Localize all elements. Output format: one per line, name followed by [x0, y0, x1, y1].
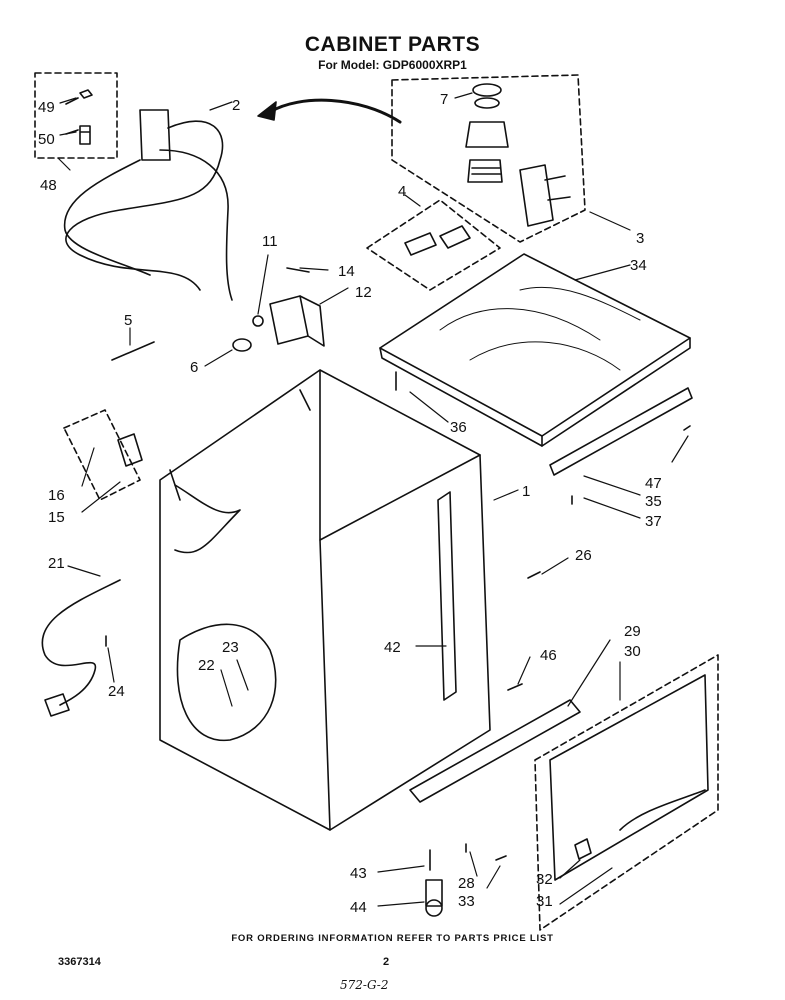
- power-cord-21: [41, 579, 121, 706]
- direction-arrow: [268, 98, 402, 124]
- cutout: [176, 623, 277, 742]
- callout-43: 43: [350, 865, 367, 882]
- document-number: 3367314: [58, 956, 101, 968]
- callout-31: 31: [536, 893, 553, 910]
- callout-14: 14: [338, 263, 355, 280]
- callout-12: 12: [355, 284, 372, 301]
- rod-5: [111, 341, 155, 361]
- screw-14: [286, 267, 310, 273]
- callout-6: 6: [190, 359, 198, 376]
- callout-16: 16: [48, 487, 65, 504]
- screw-33: [495, 855, 507, 861]
- handwritten-note: 572-G-2: [340, 978, 389, 992]
- strain-relief-15: [117, 433, 143, 467]
- callout-37: 37: [645, 513, 662, 530]
- callout-11: 11: [262, 233, 278, 250]
- ring-7: [472, 83, 502, 97]
- callout-46: 46: [540, 647, 557, 664]
- inset-box-4: [366, 199, 501, 291]
- callout-33: 33: [458, 893, 475, 910]
- callout-23: 23: [222, 639, 239, 656]
- callout-49: 49: [38, 99, 55, 116]
- callout-32: 32: [536, 871, 553, 888]
- handle-31: [619, 789, 706, 831]
- ring-6: [232, 338, 252, 352]
- callout-36: 36: [450, 419, 467, 436]
- fitting-49: [79, 89, 93, 99]
- bracket-12: [269, 295, 325, 347]
- toe-bracket-29: [409, 699, 581, 803]
- plug: [44, 693, 70, 717]
- callout-26: 26: [575, 547, 592, 564]
- cabinet-top-34: [379, 253, 691, 437]
- callout-7: 7: [440, 91, 448, 108]
- callout-3: 3: [636, 230, 644, 247]
- callout-47: 47: [645, 475, 662, 492]
- callout-30: 30: [624, 643, 641, 660]
- screw-46: [507, 683, 523, 691]
- callout-1: 1: [522, 483, 530, 500]
- callout-48: 48: [40, 177, 57, 194]
- cap: [465, 121, 509, 148]
- rear-strip-35: [549, 387, 693, 476]
- page-number: 2: [383, 956, 390, 968]
- clip-32: [574, 838, 592, 860]
- side-rail-42: [437, 491, 457, 701]
- callout-35: 35: [645, 493, 662, 510]
- inset-box-3: [391, 74, 586, 243]
- screw-47: [683, 425, 691, 431]
- callout-4: 4: [398, 183, 406, 200]
- clip-11: [252, 315, 264, 327]
- inset-box-16: [63, 409, 141, 501]
- callout-44: 44: [350, 899, 367, 916]
- valve-body: [519, 164, 554, 227]
- inset-box-48: [34, 72, 118, 159]
- callout-22: 22: [198, 657, 215, 674]
- solenoid-valve: [139, 109, 171, 161]
- callout-15: 15: [48, 509, 65, 526]
- callout-21: 21: [48, 555, 65, 572]
- callout-42: 42: [384, 639, 401, 656]
- callout-5: 5: [124, 312, 132, 329]
- front-panel-30: [534, 654, 719, 931]
- model-subtitle: For Model: GDP6000XRP1: [318, 58, 467, 72]
- screw-26: [527, 571, 541, 579]
- callout-29: 29: [624, 623, 641, 640]
- callout-50: 50: [38, 131, 55, 148]
- callout-28: 28: [458, 875, 475, 892]
- page-title: CABINET PARTS: [304, 33, 481, 56]
- callout-34: 34: [630, 257, 647, 274]
- ordering-note: FOR ORDERING INFORMATION REFER TO PARTS …: [231, 933, 554, 944]
- callout-24: 24: [108, 683, 125, 700]
- fitting-50: [79, 125, 91, 145]
- callout-2: 2: [232, 97, 240, 114]
